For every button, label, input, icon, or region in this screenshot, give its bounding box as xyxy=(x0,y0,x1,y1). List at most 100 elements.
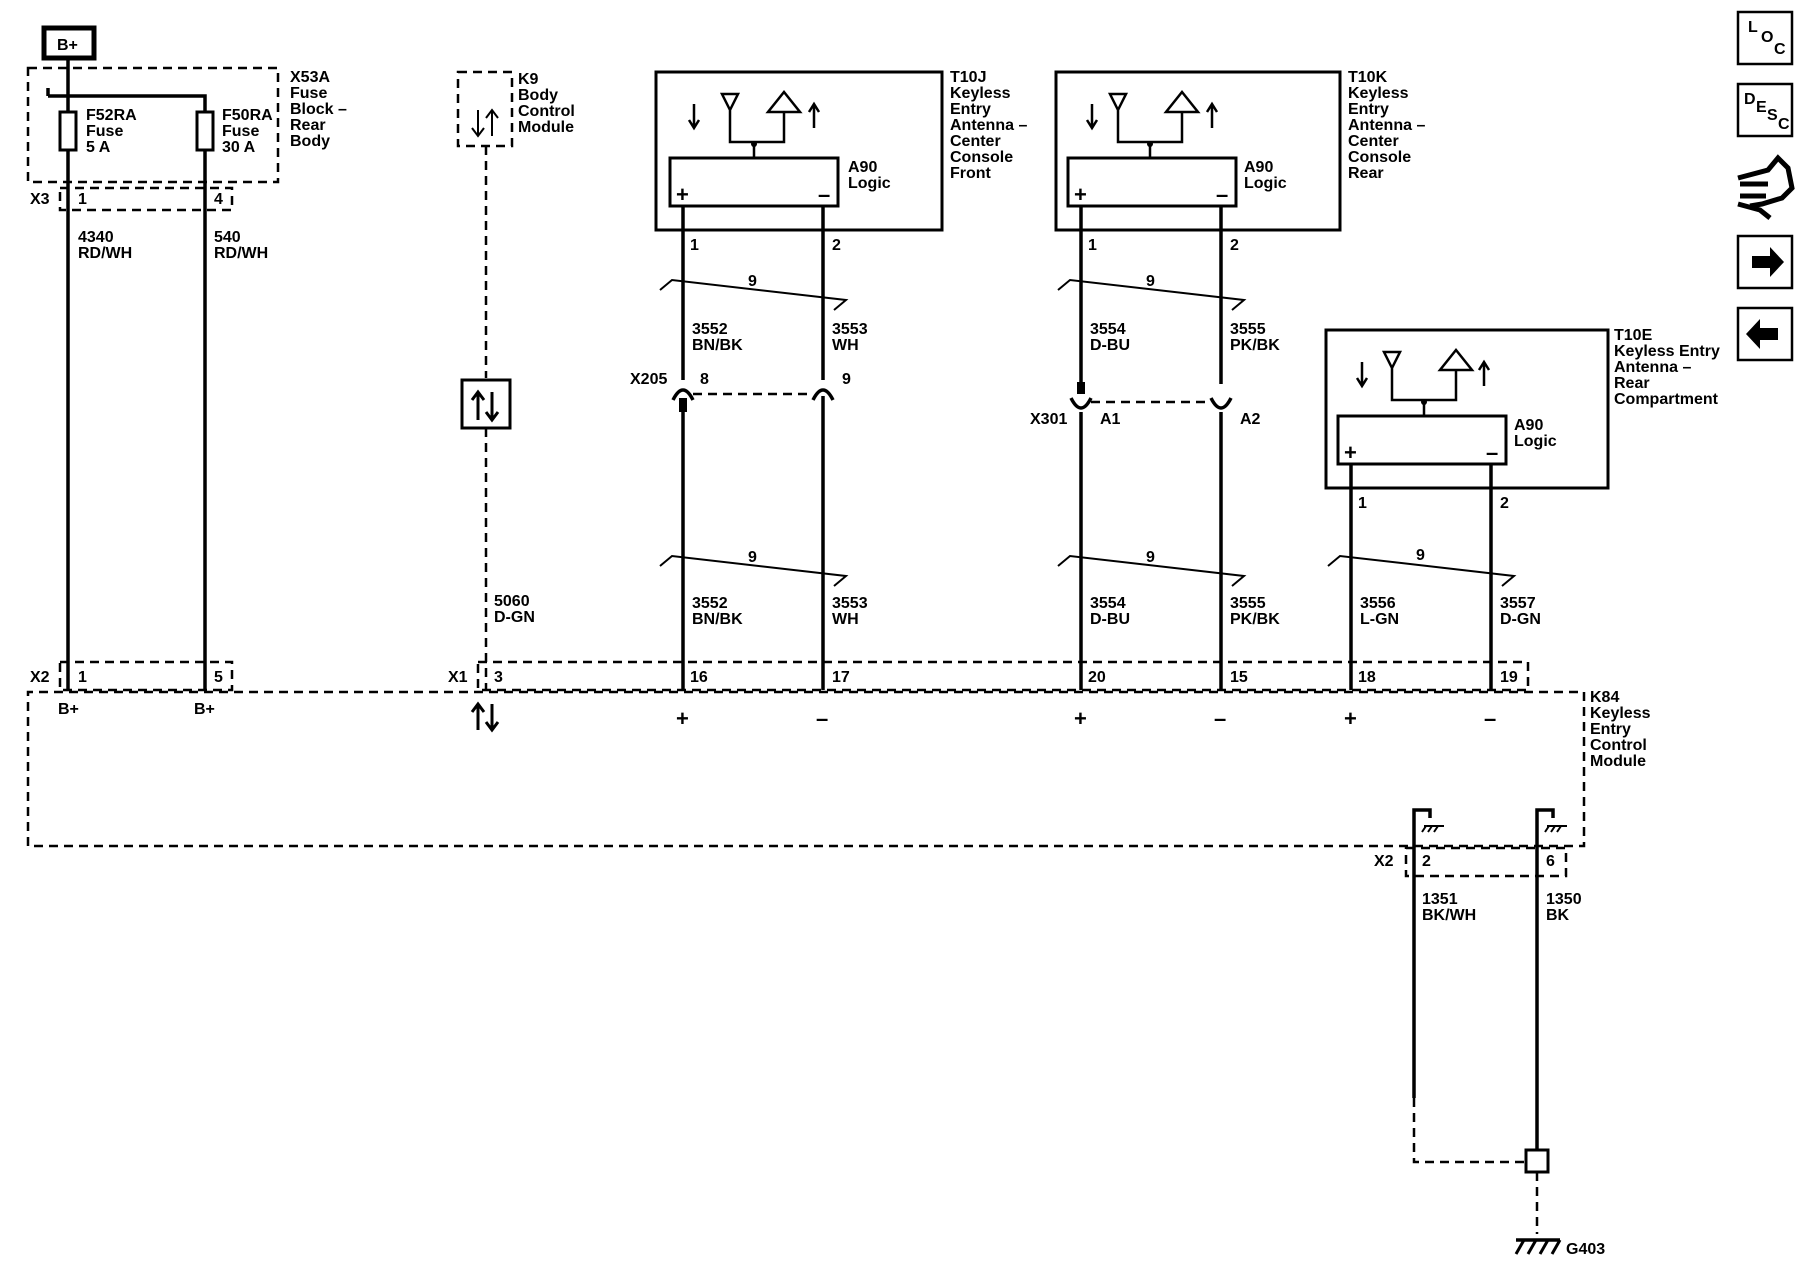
wire-3554-upper-circuit: 3554 xyxy=(1090,321,1126,338)
module-minus-17: – xyxy=(816,706,828,731)
antenna-comp-minus: – xyxy=(1486,440,1498,465)
wire-3555-upper-circuit: 3555 xyxy=(1230,321,1266,338)
module-plus-20: + xyxy=(1074,706,1087,731)
bcm-data-arrows-icon xyxy=(471,108,499,138)
connector-x301-label: X301 xyxy=(1030,411,1067,428)
x1-pin-3: 3 xyxy=(494,669,503,686)
antenna-front-pin-neg: 2 xyxy=(832,237,841,254)
internal-ground-2 xyxy=(1535,808,1567,870)
module-bplus-1: B+ xyxy=(58,701,79,718)
antenna-front-name-6: Front xyxy=(950,165,992,182)
wire-4340-color: RD/WH xyxy=(78,245,132,262)
antenna-rear-logic-2: Logic xyxy=(1244,175,1287,192)
wire-3555-lower-circuit: 3555 xyxy=(1230,595,1266,612)
x1-pin-15: 15 xyxy=(1230,669,1248,686)
module-name-2: Entry xyxy=(1590,721,1631,738)
wire-3557-circuit: 3557 xyxy=(1500,595,1536,612)
antenna-front-pin-pos: 1 xyxy=(690,237,699,254)
x1-pin-20: 20 xyxy=(1088,669,1106,686)
fuse-block-name-4: Body xyxy=(290,133,330,150)
antenna-comp-logic-2: Logic xyxy=(1514,433,1557,450)
wire-540-circuit: 540 xyxy=(214,229,241,246)
antenna-front-minus: – xyxy=(818,182,830,207)
wire-3555-lower-color: PK/BK xyxy=(1230,611,1280,628)
antenna-rear-name-3: Antenna – xyxy=(1348,117,1425,134)
wire-1351-color: BK/WH xyxy=(1422,907,1476,924)
twist-rear-lower xyxy=(1057,554,1247,587)
wire-3556-circuit: 3556 xyxy=(1360,595,1396,612)
twist-rear-lower-label: 9 xyxy=(1146,549,1155,566)
twist-comp-label: 9 xyxy=(1416,547,1425,564)
wire-5060-circuit: 5060 xyxy=(494,593,530,610)
module-bplus-2: B+ xyxy=(194,701,215,718)
wire-3552-lower-color: BN/BK xyxy=(692,611,743,628)
module-name-3: Control xyxy=(1590,737,1647,754)
x1-pin-16: 16 xyxy=(690,669,708,686)
module-plus-18: + xyxy=(1344,706,1357,731)
x205-pin-9: 9 xyxy=(842,371,851,388)
module-minus-15: – xyxy=(1214,706,1226,731)
twist-front-upper-label: 9 xyxy=(748,273,757,290)
antenna-comp-logic-1: A90 xyxy=(1514,417,1543,434)
antenna-comp-name-3: Rear xyxy=(1614,375,1650,392)
ground-splice-link xyxy=(1412,1098,1526,1164)
fuse2-rating: 30 A xyxy=(222,139,256,156)
antenna-front-plus: + xyxy=(676,182,689,207)
fuse1-type: Fuse xyxy=(86,123,123,140)
antenna-rear-pin-pos: 1 xyxy=(1088,237,1097,254)
wire-3554-lower-circuit: 3554 xyxy=(1090,595,1126,612)
connector-x2-label: X2 xyxy=(30,669,50,686)
antenna-rear-name-5: Console xyxy=(1348,149,1411,166)
twist-front-upper xyxy=(659,278,849,311)
x2-ground-pin-2: 2 xyxy=(1422,853,1431,870)
ground-g403-label: G403 xyxy=(1566,1241,1605,1258)
location-button[interactable]: L O C xyxy=(1736,10,1794,66)
desc-letter-c: C xyxy=(1778,116,1790,133)
antenna-rear-name-6: Rear xyxy=(1348,165,1384,182)
loc-letter-l: L xyxy=(1748,19,1758,36)
fuse-block-name-3: Rear xyxy=(290,117,326,134)
antenna-rear-id: T10K xyxy=(1348,69,1388,86)
next-arrow-button[interactable] xyxy=(1736,234,1794,290)
antenna-compartment: A90 Logic + – xyxy=(1324,328,1610,490)
x3-pin-4: 4 xyxy=(214,191,223,208)
bcm-name-1: Body xyxy=(518,87,558,104)
x2-pin-1: 1 xyxy=(78,669,87,686)
x1-pin-18: 18 xyxy=(1358,669,1376,686)
fuse-block-id: X53A xyxy=(290,69,330,86)
connector-x2-module xyxy=(58,660,234,692)
fuse-f52ra-symbol xyxy=(58,110,78,152)
connector-x2-ground-label: X2 xyxy=(1374,853,1394,870)
bcm-name-2: Control xyxy=(518,103,575,120)
twist-front-lower-label: 9 xyxy=(748,549,757,566)
ground-splice xyxy=(1524,1148,1550,1174)
connector-x3 xyxy=(58,186,234,212)
description-button[interactable]: D E S C xyxy=(1736,82,1794,138)
antenna-comp-name-2: Antenna – xyxy=(1614,359,1691,376)
antenna-comp-pin-neg: 2 xyxy=(1500,495,1509,512)
antenna-comp-id: T10E xyxy=(1614,327,1653,344)
antenna-front-name-3: Antenna – xyxy=(950,117,1027,134)
bcm-id: K9 xyxy=(518,71,539,88)
antenna-front-id: T10J xyxy=(950,69,986,86)
wire-3553-upper-circuit: 3553 xyxy=(832,321,868,338)
x205-pin-8: 8 xyxy=(700,371,709,388)
antenna-front-logic-1: A90 xyxy=(848,159,877,176)
antenna-front-name-5: Console xyxy=(950,149,1013,166)
wire-3553-lower-circuit: 3553 xyxy=(832,595,868,612)
x1-pin-17: 17 xyxy=(832,669,850,686)
twist-front-lower xyxy=(659,554,849,587)
loc-letter-c: C xyxy=(1774,41,1786,58)
fuse2-type: Fuse xyxy=(222,123,259,140)
x3-pin-1: 1 xyxy=(78,191,87,208)
module-name-1: Keyless xyxy=(1590,705,1651,722)
connector-view-icon[interactable] xyxy=(1737,154,1795,220)
antenna-rear-name-2: Entry xyxy=(1348,101,1389,118)
connector-x205 xyxy=(671,388,835,412)
antenna-comp-name-1: Keyless Entry xyxy=(1614,343,1720,360)
fuse2-id: F50RA xyxy=(222,107,273,124)
body-control-module: K9 Body Control Module xyxy=(456,70,575,148)
desc-letter-s: S xyxy=(1767,107,1778,124)
previous-arrow-button[interactable] xyxy=(1736,306,1794,362)
wire-4340-circuit: 4340 xyxy=(78,229,114,246)
